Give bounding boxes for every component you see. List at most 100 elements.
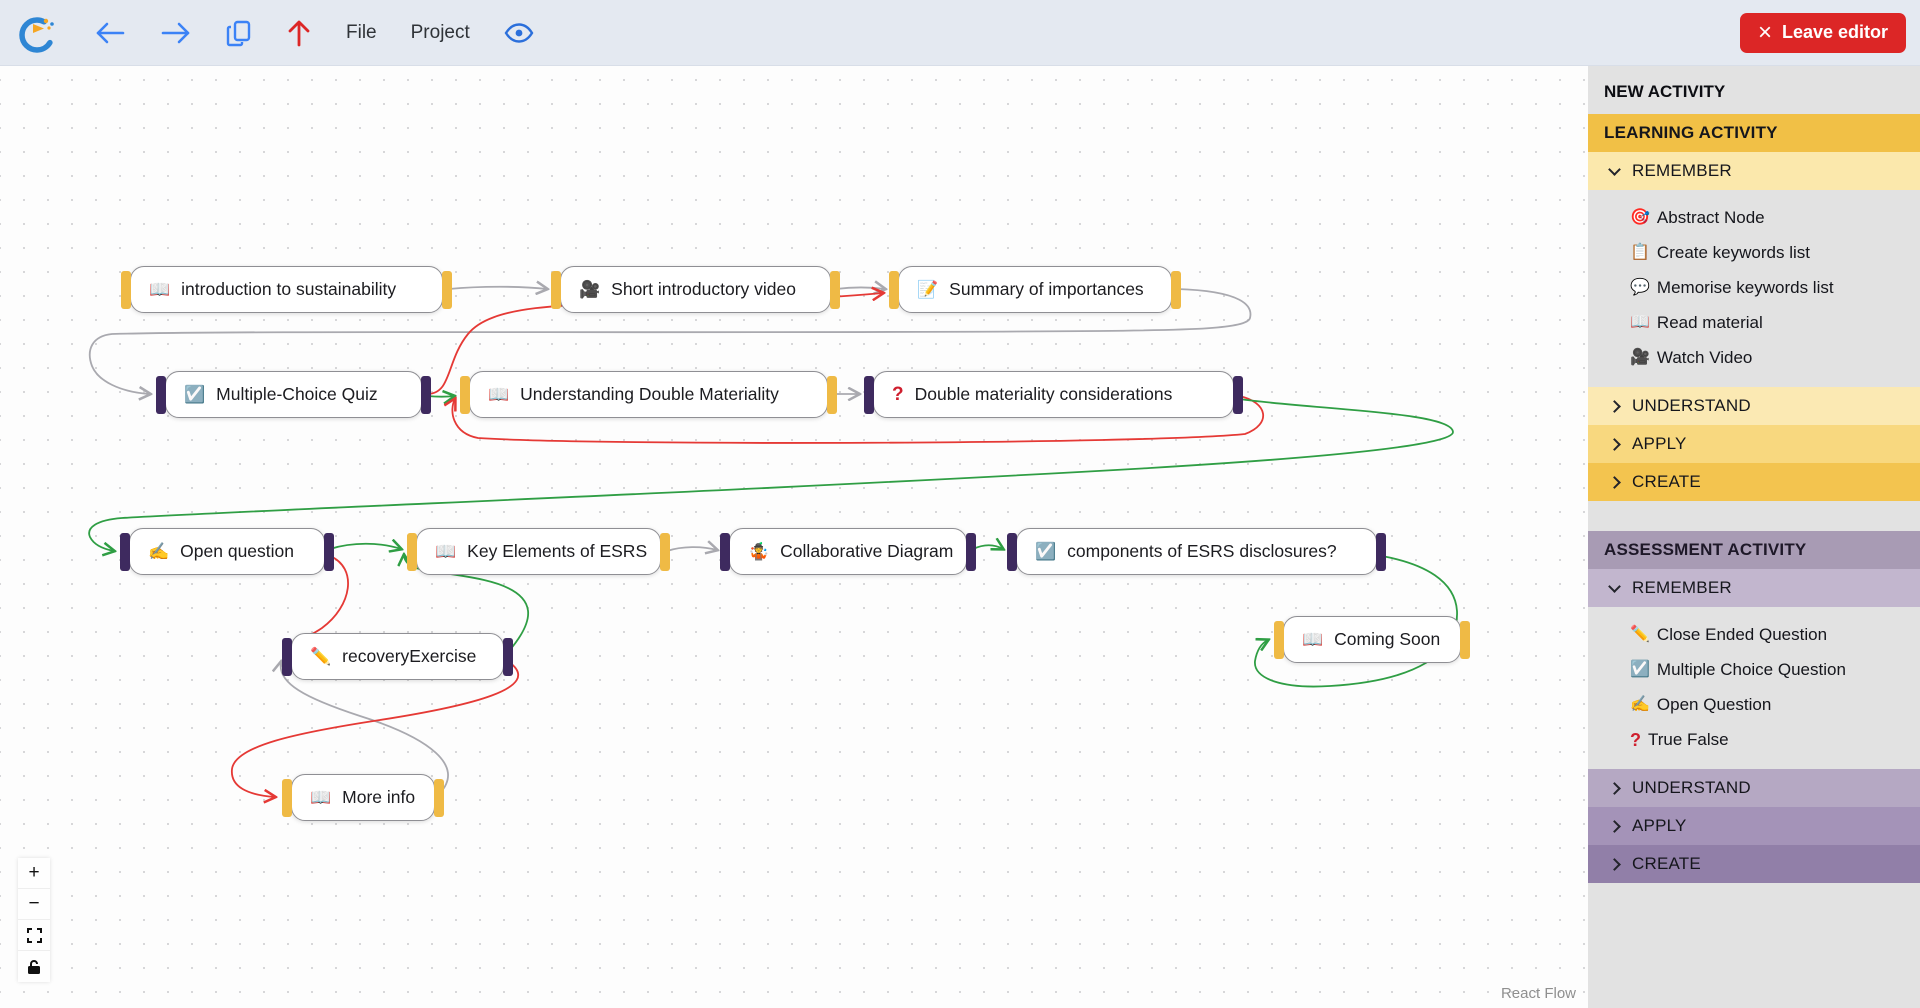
node-esrs-components[interactable]: ☑️ components of ESRS disclosures? — [1007, 528, 1386, 575]
writing-hand-icon: ✍️ — [1630, 695, 1650, 713]
node-target-handle[interactable] — [156, 375, 166, 414]
close-x-icon: × — [1757, 18, 1772, 46]
palette-item-true-false[interactable]: ? True False — [1630, 729, 1729, 750]
learning-section-understand[interactable]: UNDERSTAND — [1588, 387, 1920, 425]
node-source-handle[interactable] — [503, 637, 513, 676]
zoom-out-button[interactable]: − — [18, 889, 50, 920]
edge-more-info-to-recovery-exercise[interactable] — [281, 662, 449, 794]
learning-section-apply[interactable]: APPLY — [1588, 425, 1920, 463]
undo-back-icon[interactable] — [94, 20, 126, 46]
node-icon: ☑️ — [1035, 542, 1057, 561]
node-source-handle[interactable] — [827, 375, 837, 414]
node-multiple-choice-quiz[interactable]: ☑️ Multiple-Choice Quiz — [156, 371, 431, 418]
movie-camera-icon: 🎥 — [1630, 348, 1650, 366]
node-source-handle[interactable] — [1460, 620, 1470, 659]
learning-activity-header[interactable]: LEARNING ACTIVITY — [1588, 114, 1920, 152]
node-icon: 🤹 — [748, 542, 770, 561]
chevron-right-icon — [1608, 819, 1621, 833]
assessment-section-remember[interactable]: REMEMBER — [1588, 569, 1920, 607]
leave-editor-button[interactable]: × Leave editor — [1739, 12, 1906, 53]
edge-open-question-to-key-elements-esrs[interactable] — [329, 544, 401, 549]
node-more-info[interactable]: 📖More info — [282, 774, 444, 821]
node-target-handle[interactable] — [120, 532, 130, 571]
assessment-section-understand[interactable]: UNDERSTAND — [1588, 769, 1920, 807]
edge-key-elements-esrs-to-collaborative-diagram[interactable] — [666, 547, 717, 551]
node-key-elements-esrs[interactable]: 📖Key Elements of ESRS — [407, 528, 670, 575]
palette-item-create-keywords[interactable]: 📋 Create keywords list — [1630, 242, 1810, 262]
node-source-handle[interactable] — [434, 778, 444, 817]
node-target-handle[interactable] — [460, 375, 470, 414]
node-source-handle[interactable] — [421, 375, 431, 414]
upload-icon[interactable] — [286, 19, 312, 47]
speech-balloon-icon: 💬 — [1630, 278, 1650, 296]
node-collaborative-diagram[interactable]: 🤹Collaborative Diagram — [720, 528, 976, 575]
lock-button[interactable] — [18, 951, 50, 982]
redo-forward-icon[interactable] — [160, 20, 192, 46]
node-target-handle[interactable] — [121, 270, 131, 309]
edge-intro-sustainability-to-short-video[interactable] — [448, 287, 547, 289]
node-target-handle[interactable] — [282, 637, 292, 676]
palette-item-multiple-choice-question[interactable]: ☑️ Multiple Choice Question — [1630, 659, 1846, 679]
palette-item-open-question[interactable]: ✍️ Open Question — [1630, 694, 1772, 714]
node-target-handle[interactable] — [864, 375, 874, 414]
edge-summary-importances-to-multiple-choice-quiz[interactable] — [88, 288, 1252, 394]
menu-file[interactable]: File — [346, 21, 377, 43]
open-book-icon: 📖 — [1630, 313, 1650, 331]
node-source-handle[interactable] — [660, 532, 670, 571]
node-summary-importances[interactable]: 📝Summary of importances — [889, 266, 1181, 313]
zoom-in-button[interactable]: + — [18, 858, 50, 889]
node-source-handle[interactable] — [1171, 270, 1181, 309]
node-recovery-exercise[interactable]: ✏️recoveryExercise — [282, 633, 513, 680]
node-target-handle[interactable] — [282, 778, 292, 817]
node-source-handle[interactable] — [830, 270, 840, 309]
node-source-handle[interactable] — [966, 532, 976, 571]
flow-canvas[interactable]: 📖introduction to sustainability 🎥Short in… — [0, 66, 1588, 1008]
menu-project[interactable]: Project — [410, 21, 470, 43]
palette-item-close-ended-question[interactable]: ✏️ Close Ended Question — [1630, 624, 1828, 644]
node-coming-soon[interactable]: 📖Coming Soon — [1274, 616, 1470, 663]
target-icon: 🎯 — [1630, 208, 1650, 226]
assessment-section-create[interactable]: CREATE — [1588, 845, 1920, 883]
edge-multiple-choice-quiz-to-understanding-dm[interactable] — [426, 396, 454, 397]
copy-icon[interactable] — [226, 19, 252, 47]
edge-dm-considerations-to-understanding-dm[interactable] — [452, 395, 1265, 444]
leave-editor-label: Leave editor — [1781, 22, 1888, 42]
node-understanding-dm[interactable]: 📖Understanding Double Materiality — [460, 371, 837, 418]
node-open-question[interactable]: ✍️Open question — [120, 528, 334, 575]
fit-view-button[interactable] — [18, 920, 50, 951]
node-dm-considerations[interactable]: ?Double materiality considerations — [864, 371, 1243, 418]
node-target-handle[interactable] — [720, 532, 730, 571]
node-target-handle[interactable] — [1007, 532, 1017, 571]
node-intro-sustainability[interactable]: 📖introduction to sustainability — [121, 266, 452, 313]
palette-item-abstract-node[interactable]: 🎯 Abstract Node — [1630, 207, 1765, 227]
assessment-section-apply[interactable]: APPLY — [1588, 807, 1920, 845]
node-target-handle[interactable] — [1274, 620, 1284, 659]
edges-layer — [88, 66, 1458, 1008]
node-short-video[interactable]: 🎥Short introductory video — [551, 266, 840, 313]
edge-collaborative-diagram-to-esrs-components[interactable] — [972, 545, 1003, 549]
preview-eye-icon[interactable] — [504, 22, 534, 44]
edge-recovery-exercise-to-more-info[interactable] — [231, 661, 519, 797]
palette-item-memorise-keywords[interactable]: 💬 Memorise keywords list — [1630, 277, 1834, 297]
palette-item-watch-video[interactable]: 🎥 Watch Video — [1630, 347, 1753, 367]
node-target-handle[interactable] — [551, 270, 561, 309]
edge-short-video-to-summary-importances[interactable] — [835, 288, 885, 290]
node-source-handle[interactable] — [1233, 375, 1243, 414]
learning-section-create[interactable]: CREATE — [1588, 463, 1920, 501]
node-icon: ☑️ — [184, 385, 206, 404]
node-label: Multiple-Choice Quiz — [216, 384, 378, 404]
node-label: Coming Soon — [1334, 629, 1441, 649]
node-source-handle[interactable] — [324, 532, 334, 571]
palette-item-read-material[interactable]: 📖 Read material — [1630, 312, 1763, 332]
node-label: components of ESRS disclosures? — [1067, 541, 1337, 561]
node-target-handle[interactable] — [889, 270, 899, 309]
node-source-handle[interactable] — [442, 270, 452, 309]
edge-esrs-components-to-coming-soon[interactable] — [1254, 555, 1458, 688]
node-label: More info — [342, 787, 416, 807]
edge-dm-considerations-to-open-question[interactable] — [88, 398, 1454, 551]
node-source-handle[interactable] — [1376, 532, 1386, 571]
app-logo-icon[interactable] — [16, 11, 60, 55]
learning-section-remember[interactable]: REMEMBER — [1588, 152, 1920, 190]
node-target-handle[interactable] — [407, 532, 417, 571]
assessment-activity-header[interactable]: ASSESSMENT ACTIVITY — [1588, 531, 1920, 569]
